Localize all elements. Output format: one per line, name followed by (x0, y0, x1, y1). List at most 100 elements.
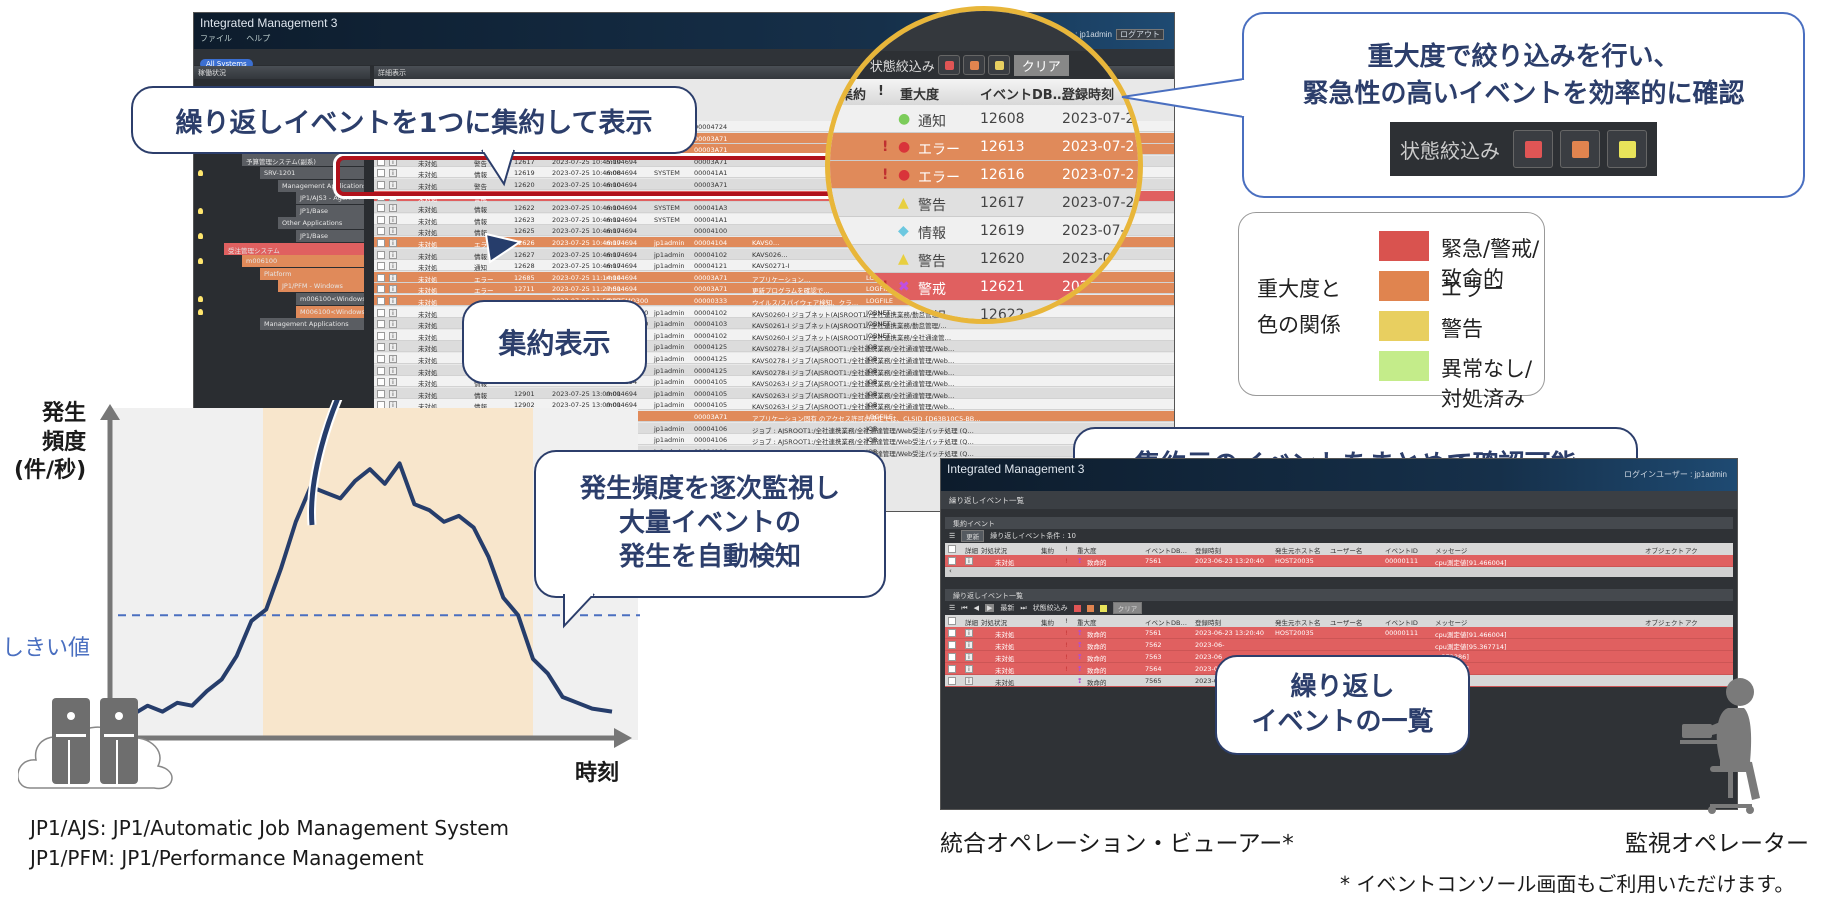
detail-info-icon[interactable]: i (389, 169, 397, 178)
tree-item[interactable]: JP1/Base (296, 230, 364, 242)
row-checkbox[interactable] (377, 331, 385, 340)
mag-row[interactable]: ◆ 情報 12619 2023-07-2 (830, 217, 1138, 245)
refresh-button[interactable]: 更新 (961, 530, 985, 542)
column-header[interactable]: 重大度 (1077, 619, 1097, 627)
column-header[interactable]: ! (1065, 545, 1068, 553)
tree-item[interactable]: Platform (260, 267, 364, 280)
agg-hscroll[interactable]: ‹ (945, 567, 1733, 577)
detail-info-icon[interactable]: i (389, 285, 397, 294)
row-checkbox[interactable] (377, 320, 385, 329)
column-header[interactable]: オブジェクト (1645, 619, 1684, 627)
column-header[interactable]: 発生元ホスト名 (1275, 619, 1321, 627)
menu-file[interactable]: ファイル (200, 34, 232, 43)
last-page-icon[interactable]: ⏭ (844, 57, 856, 73)
col-flag[interactable]: ! (878, 84, 884, 99)
prev-page-icon[interactable]: ◀ (973, 604, 979, 612)
detail-info-icon[interactable]: i (965, 641, 973, 649)
tree-item[interactable]: Management Applications (260, 318, 364, 331)
detail-info-icon[interactable]: i (965, 629, 973, 637)
tree-item[interactable]: 受注管理システム (224, 242, 364, 255)
col-registered-time[interactable]: 登録時刻 (1062, 88, 1115, 103)
row-checkbox[interactable] (948, 665, 956, 673)
column-header[interactable]: アク (1685, 619, 1698, 627)
detail-info-icon[interactable]: i (389, 308, 397, 317)
tree-item[interactable]: JP1/PFM - Windows (278, 280, 364, 293)
column-header[interactable]: 発生元ホスト名 (1275, 547, 1321, 555)
col-event-db[interactable]: イベントDB… (980, 88, 1066, 103)
detail-info-icon[interactable]: i (389, 262, 397, 271)
cell-status[interactable]: 未対処 (995, 655, 1015, 663)
row-checkbox[interactable] (377, 181, 385, 189)
detail-info-icon[interactable]: i (389, 320, 397, 329)
menu-help[interactable]: ヘルプ (246, 34, 271, 43)
tree-item[interactable]: 予算管理システム(副系) (242, 154, 364, 167)
detail-info-icon[interactable]: i (389, 389, 397, 398)
detail-info-icon[interactable]: i (965, 677, 973, 685)
detail-info-icon[interactable]: i (965, 653, 973, 661)
mag-row[interactable]: ● 通知 12608 2023-07-2 (830, 105, 1138, 133)
w2-clear-button[interactable]: クリア (1112, 602, 1143, 614)
cell-status[interactable]: 未対処 (995, 667, 1015, 675)
column-header[interactable]: アク (1685, 547, 1698, 555)
detail-info-icon[interactable]: i (389, 204, 397, 213)
mag-row[interactable]: ◆ 情報 12622 202 (830, 301, 1138, 319)
row-checkbox[interactable] (948, 641, 956, 649)
column-header[interactable]: ! (1065, 617, 1068, 625)
w2-filter-critical[interactable] (1073, 604, 1081, 612)
w2-filter-error[interactable] (1086, 604, 1094, 612)
cell-status[interactable]: 未対処 (995, 559, 1015, 567)
logout-button[interactable]: ログアウト (1116, 29, 1164, 40)
column-header[interactable]: ユーザー名 (1330, 547, 1363, 555)
tree-item[interactable]: Other Applications (278, 217, 364, 230)
detail-info-icon[interactable]: i (389, 250, 397, 259)
tree-item[interactable]: M006100<Windows> (296, 305, 364, 318)
filter-critical-button[interactable] (937, 55, 960, 75)
row-checkbox[interactable] (948, 677, 956, 685)
row-checkbox[interactable] (377, 273, 385, 282)
tree-item[interactable]: JP1/Base (296, 204, 364, 217)
row-checkbox[interactable] (377, 378, 385, 387)
column-header[interactable]: オブジェクト (1645, 547, 1684, 555)
menu-icon-2[interactable]: ☰ (949, 604, 956, 612)
tree-item[interactable]: m006100 (242, 255, 364, 268)
detail-info-icon[interactable]: i (389, 227, 397, 236)
column-header[interactable]: 詳細 (965, 619, 978, 627)
row-checkbox[interactable] (377, 366, 385, 375)
column-header[interactable]: メッセージ (1435, 547, 1468, 555)
table-row[interactable]: i未対処情報129022023-07-25 13:00:01m004694jp1… (374, 399, 1174, 411)
detail-info-icon[interactable]: i (389, 181, 397, 189)
detail-info-icon[interactable]: i (389, 343, 397, 352)
row-checkbox[interactable] (948, 557, 956, 565)
detail-info-icon[interactable]: i (965, 557, 973, 565)
detail-info-icon[interactable]: i (389, 366, 397, 375)
row-checkbox[interactable] (377, 227, 385, 236)
next-page-icon[interactable]: ▶ (984, 604, 995, 612)
filter-warning-button[interactable] (987, 55, 1010, 75)
column-header[interactable]: 登録時刻 (1195, 547, 1221, 555)
col-severity[interactable]: 重大度 (900, 88, 940, 103)
last-page-icon-2[interactable]: ⏭ (1020, 603, 1027, 612)
col-aggregate[interactable]: 集約 (840, 88, 867, 103)
latest-button[interactable]: 最新 (1000, 604, 1015, 612)
detail-info-icon[interactable]: i (389, 355, 397, 363)
mag-row[interactable]: ▲ 警告 12617 2023-07-2 (830, 189, 1138, 217)
mag-row[interactable]: ! ● エラー 12616 2023-07-2 (830, 161, 1138, 189)
row-checkbox[interactable] (377, 389, 385, 398)
column-header[interactable]: イベントID (1385, 619, 1418, 627)
w2-filter-warning[interactable] (1099, 604, 1107, 612)
row-checkbox[interactable] (377, 204, 385, 213)
detail-info-icon[interactable]: i (389, 297, 397, 305)
column-header[interactable]: 対処状況 (981, 619, 1007, 627)
detail-info-icon[interactable]: i (389, 273, 397, 282)
column-header[interactable]: 対処状況 (981, 547, 1007, 555)
row-checkbox[interactable] (377, 297, 385, 305)
column-header[interactable]: イベントDB… (1145, 547, 1187, 555)
